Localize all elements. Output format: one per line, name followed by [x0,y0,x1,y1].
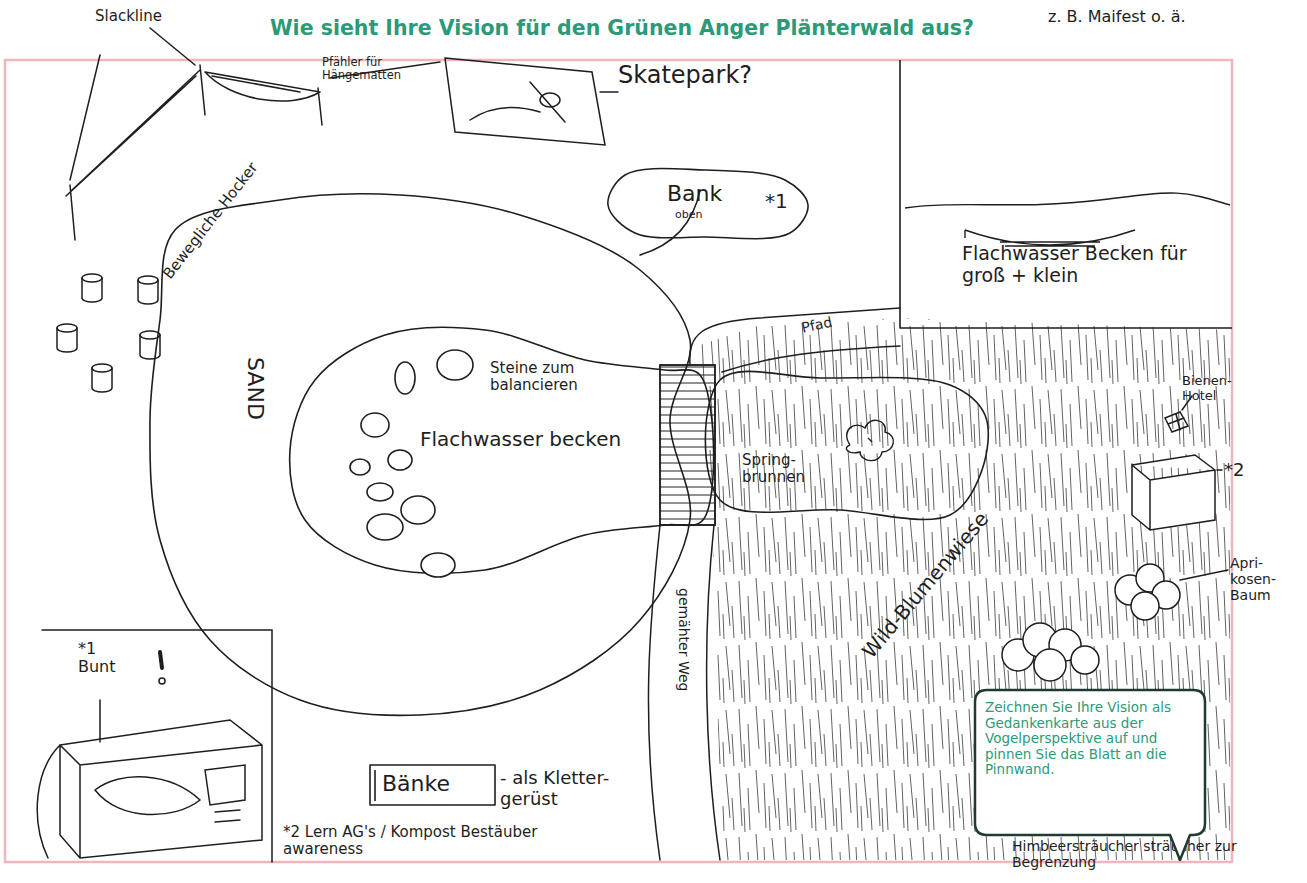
node-text: Bänke [382,771,492,796]
node-text: Spring- brunnen [742,452,852,487]
note-label: Slackline [95,8,162,25]
balance-stone [350,459,370,475]
spacer [1207,690,1209,835]
node-text: Zeichnen Sie Ihre Vision als Gedankenkar… [985,700,1190,778]
balance-stone [388,450,412,470]
node-text: Flachwasser Becken für groß + klein [962,243,1222,287]
balance-stone [421,553,455,577]
note-label: Skatepark? [618,62,752,90]
corner-box [42,630,272,862]
instruction-bubble: Zeichnen Sie Ihre Vision als Gedankenkar… [975,690,1205,835]
bench-shape: Bank oben [605,165,810,240]
note-label: Bewegliche Hocker [160,159,262,282]
outline-path [900,60,1232,328]
note-label: gemähter Weg [676,588,692,691]
node-text: SAND [243,357,268,420]
balance-stone [401,496,435,524]
node-text: Bank [667,181,757,206]
node-text: oben [675,209,725,222]
note-label: Apri- kosen- Baum [1230,555,1292,603]
node-outline [720,370,990,520]
note-label: *1 [765,190,788,213]
node-outline [150,195,695,720]
note-label: *2 Lern AG's / Kompost Bestäuber awarene… [283,824,583,859]
leader-line [1180,570,1228,580]
balance-stone [395,362,415,394]
node-outline [900,60,1232,330]
bench-box: Bänke [370,765,495,805]
outline-path [150,194,691,716]
page-title: Wie sieht Ihre Vision für den Grünen Ang… [270,16,1000,40]
slackline-hammock [66,28,322,240]
outline-path [290,327,714,573]
sketch-detail [905,193,1230,246]
outline-path [975,690,1205,860]
mown-path [648,525,720,860]
apricot-tree [1115,564,1180,620]
learning-cube [1132,455,1222,530]
balance-stone [361,413,389,437]
colorful-play-box [37,700,262,858]
note-label: Pfähler für Hängematten [322,56,434,82]
exclamation-dot [159,678,165,684]
raspberry-bush [1002,623,1099,681]
node-text: Steine zum balancieren [490,360,630,395]
outline-path [370,765,495,805]
meadow-grass [700,318,1230,860]
balance-stone [367,483,393,501]
note-label: Himbeersträucher sträucher zur Begrenzun… [1012,838,1304,870]
sheet-border [5,60,1232,862]
bridge-outline [660,365,715,525]
outline-path [705,371,988,519]
sand-area: SAND Steine zum balancierenFlachwasser be… [150,195,695,720]
outline-path [608,168,808,238]
note-label: Bienen- Hotel [1182,374,1252,404]
shallow-pool: Steine zum balancierenFlachwasser becken [285,320,705,580]
node-text: Flachwasser becken [420,428,670,451]
bridge [660,365,715,525]
note-label: z. B. Maifest o. ä. [1048,8,1186,26]
note-label: *2 [1224,460,1244,481]
path-lines [640,190,900,372]
note-label: *1 Bunt [78,640,126,677]
note-label: - als Kletter- gerüst [500,768,640,809]
skate-wheel [540,93,560,107]
exclamation-mark [160,652,162,668]
movable-stools [57,274,160,392]
balance-stone [437,350,473,380]
balance-stone [367,514,403,540]
fountain-pool: Spring- brunnen [720,370,990,520]
sketch-detail [846,420,893,460]
pool-area: Flachwasser Becken für groß + klein [900,60,1232,330]
